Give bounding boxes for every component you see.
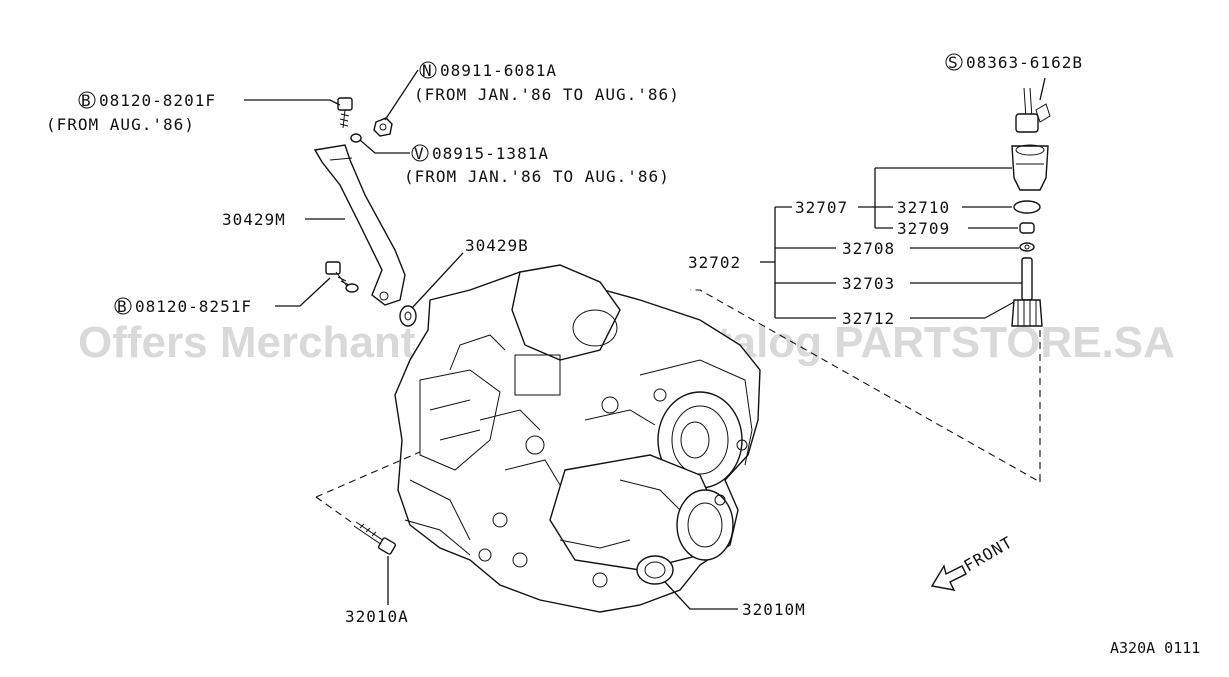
callout-08915-1381a[interactable]: V 08915-1381A (FROM JAN.'86 TO AUG.'86) [404, 144, 670, 186]
washer-08915-1381a[interactable] [350, 133, 362, 143]
label-32707[interactable]: 32707 [795, 198, 848, 217]
callout-08363-6162b[interactable]: S 08363-6162B [945, 53, 1083, 72]
part-number: 08363-6162B [966, 53, 1083, 72]
label-32709[interactable]: 32709 [897, 219, 950, 238]
bolt-08120-8201f[interactable] [337, 97, 353, 129]
grommet-30429b[interactable] [399, 305, 417, 327]
prefix-letter: B [117, 297, 128, 316]
part-number: 08915-1381A [432, 144, 549, 163]
callout-08911-6081a[interactable]: N 08911-6081A (FROM JAN.'86 TO AUG.'86) [414, 61, 680, 104]
prefix-letter: V [414, 144, 425, 163]
nut-08911-6081a[interactable] [373, 117, 393, 137]
label-30429m[interactable]: 30429M [222, 210, 286, 229]
label-32710[interactable]: 32710 [897, 198, 950, 217]
front-label: FRONT [961, 532, 1017, 575]
part-note: (FROM AUG.'86) [46, 115, 195, 134]
prefix-letter: S [948, 53, 959, 72]
prefix-letter: B [81, 91, 92, 110]
label-32702[interactable]: 32702 [688, 253, 741, 272]
callout-08120-8201f[interactable]: B 08120-8201F (FROM AUG.'86) [46, 91, 216, 134]
label-30429b[interactable]: 30429B [465, 236, 529, 255]
label-32703[interactable]: 32703 [842, 274, 895, 293]
label-32708[interactable]: 32708 [842, 239, 895, 258]
speedometer-assembly[interactable] [984, 87, 1051, 327]
leader-lines [244, 69, 1046, 610]
transaxle-case[interactable] [394, 264, 761, 613]
part-note: (FROM JAN.'86 TO AUG.'86) [414, 85, 680, 104]
label-32010m[interactable]: 32010M [742, 600, 806, 619]
part-number: 08120-8201F [99, 91, 216, 110]
part-number: 08120-8251F [135, 297, 252, 316]
front-direction-indicator: FRONT [930, 532, 1017, 591]
front-arrow-icon [930, 564, 967, 591]
bracket-30429m[interactable] [313, 144, 406, 306]
label-32010a[interactable]: 32010A [345, 607, 409, 626]
label-32712[interactable]: 32712 [842, 309, 895, 328]
prefix-letter: N [422, 61, 433, 80]
part-number: 08911-6081A [440, 61, 557, 80]
callout-08120-8251f[interactable]: B 08120-8251F [114, 297, 252, 316]
bolt-32010a[interactable] [353, 521, 397, 555]
diagram-ref: A320A 0111 [1110, 639, 1200, 657]
part-note: (FROM JAN.'86 TO AUG.'86) [404, 167, 670, 186]
bolt-08120-8251f[interactable] [325, 261, 359, 293]
